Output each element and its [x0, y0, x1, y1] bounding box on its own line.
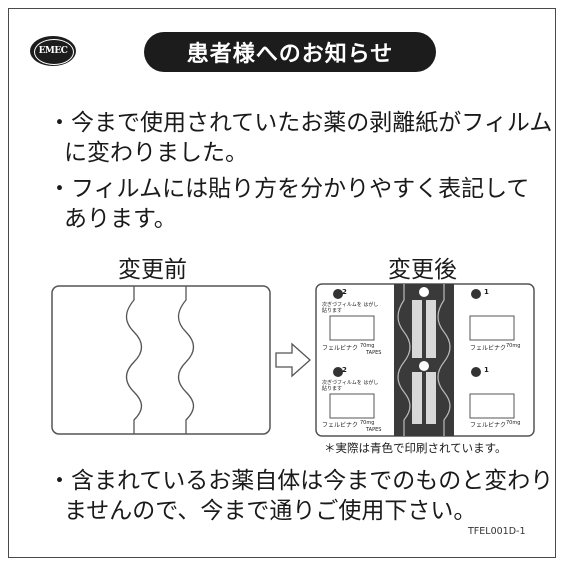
- notice-title: 患者様へのお知らせ: [144, 32, 436, 72]
- after-left-tapes-2: TAPES: [366, 427, 382, 433]
- before-wave-left: [125, 286, 143, 434]
- before-patch-outline: [51, 285, 271, 435]
- after-right-step-1: 1: [484, 288, 489, 296]
- notice-title-text: 患者様へのお知らせ: [186, 42, 394, 67]
- after-left-step-1: 2: [342, 288, 347, 296]
- before-wave-right: [177, 286, 195, 434]
- after-right-product-1: フェルビナク: [470, 345, 507, 352]
- after-right-product-2: フェルビナク: [470, 422, 507, 429]
- after-text-strip-2: [426, 300, 436, 358]
- after-left-product-1: フェルビナク: [322, 345, 359, 352]
- bullet-2-line-2: あります。: [64, 206, 177, 232]
- bullet-3-line-2: ませんので、今まで通りご使用下さい。: [64, 498, 477, 524]
- after-wave-left: [397, 284, 411, 436]
- after-left-caption-1: 次ぎづフィルムを はがし貼ります: [322, 302, 379, 314]
- after-right-dose-2: 70mg: [506, 420, 521, 426]
- after-left-tapes-1: TAPES: [366, 350, 382, 356]
- after-right-dose-1: 70mg: [506, 343, 521, 349]
- print-color-note: ＊実際は青色で印刷されています。: [324, 441, 507, 455]
- after-left-step-icon-1: [333, 289, 343, 299]
- after-center-step-2-icon: [419, 361, 429, 371]
- logo-ring: [34, 39, 74, 65]
- after-left-step-icon-2: [333, 367, 343, 377]
- after-left-caption-2: 次ぎづフィルムを はがし貼ります: [322, 380, 379, 392]
- after-left-hand-drawing-2: [329, 393, 375, 419]
- after-center-step-1-icon: [419, 287, 429, 297]
- document-code: TFEL001D-1: [468, 526, 526, 537]
- after-left-dose-2: 70mg: [360, 420, 375, 426]
- bullet-3-line-1: ・含まれているお薬自体は今までのものと変わり: [48, 468, 554, 494]
- bullet-1-line-1: ・今まで使用されていたお薬の剥離紙がフィルム: [48, 110, 553, 136]
- after-left-step-2: 2: [342, 366, 347, 374]
- after-left-product-2: フェルビナク: [322, 422, 359, 429]
- notice-card: [8, 8, 556, 558]
- after-text-strip-1: [412, 300, 422, 358]
- after-right-step-icon-2: [471, 367, 481, 377]
- after-text-strip-4: [426, 372, 436, 424]
- after-right-step-2: 1: [484, 366, 489, 374]
- after-text-strip-3: [412, 372, 422, 424]
- after-wave-right: [437, 284, 451, 436]
- after-right-hand-drawing-1: [469, 315, 515, 341]
- bullet-1-line-2: に変わりました。: [64, 140, 248, 166]
- after-right-step-icon-1: [471, 289, 481, 299]
- after-left-hand-drawing-1: [329, 315, 375, 341]
- after-right-hand-drawing-2: [469, 393, 515, 419]
- before-heading: 変更前: [118, 257, 187, 283]
- after-center-band: [394, 284, 454, 436]
- bullet-2-line-1: ・フィルムには貼り方を分かりやすく表記して: [48, 176, 530, 202]
- after-left-dose-1: 70mg: [360, 343, 375, 349]
